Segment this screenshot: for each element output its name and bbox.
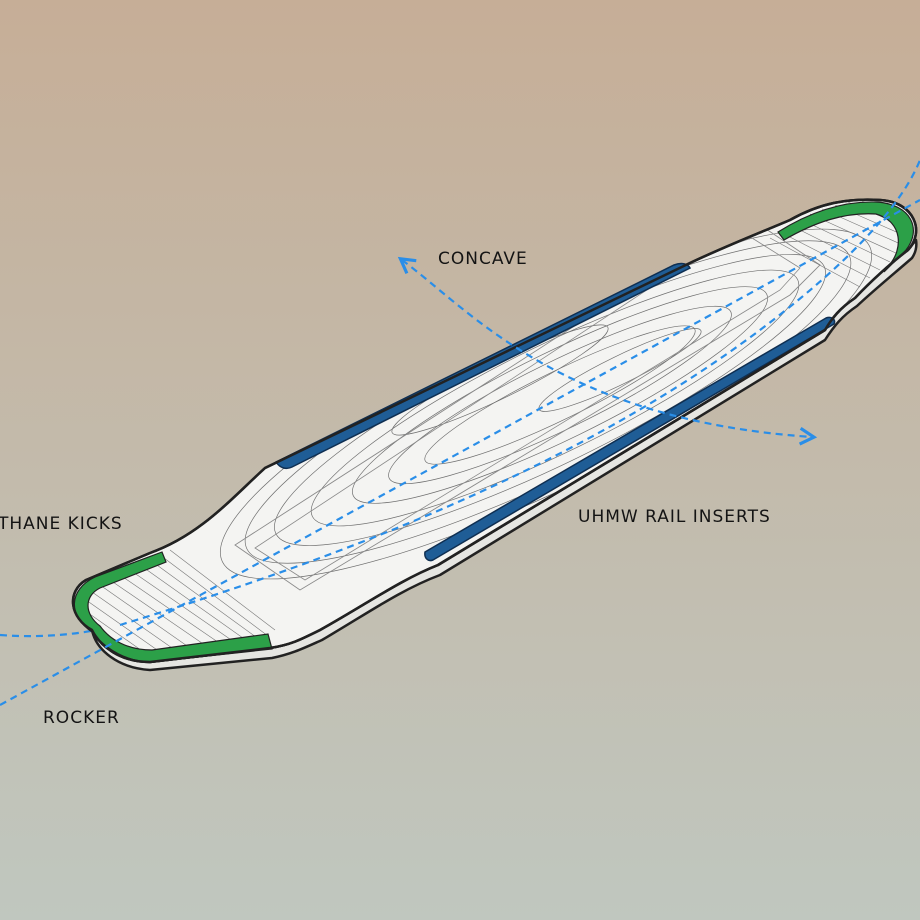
deck-centerline: [0, 199, 920, 706]
concave-label: CONCAVE: [438, 249, 528, 269]
rocker-label: ROCKER: [43, 708, 120, 728]
rocker-curve-left: [0, 623, 121, 638]
rail-inserts-label: UHMW RAIL INSERTS: [578, 507, 771, 527]
concave-arrow: [397, 256, 818, 446]
kicks-label: THANE KICKS: [0, 514, 123, 534]
